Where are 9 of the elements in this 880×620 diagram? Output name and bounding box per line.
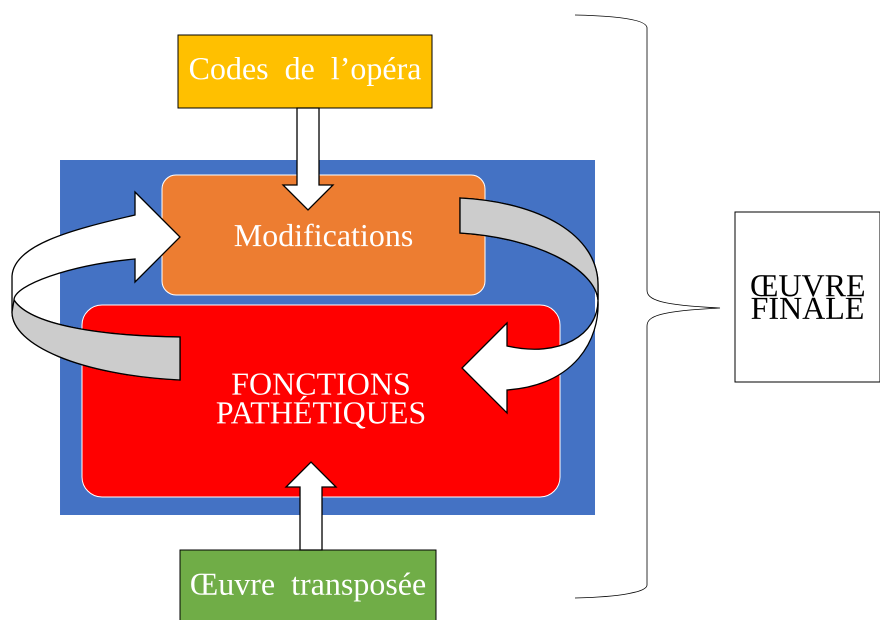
source-box: Œuvre transposée [180,550,436,620]
process-box: FONCTIONS PATHÉTIQUES [82,304,560,498]
block-arrow [281,107,335,211]
curved-arrow [11,191,181,381]
result-box: ŒUVRE FINALE [734,212,880,382]
block-arrow [284,461,338,551]
curved-arrow [459,197,599,414]
source-box: Codes de l’opéra [178,34,432,108]
process-box: Modifications [162,174,486,296]
